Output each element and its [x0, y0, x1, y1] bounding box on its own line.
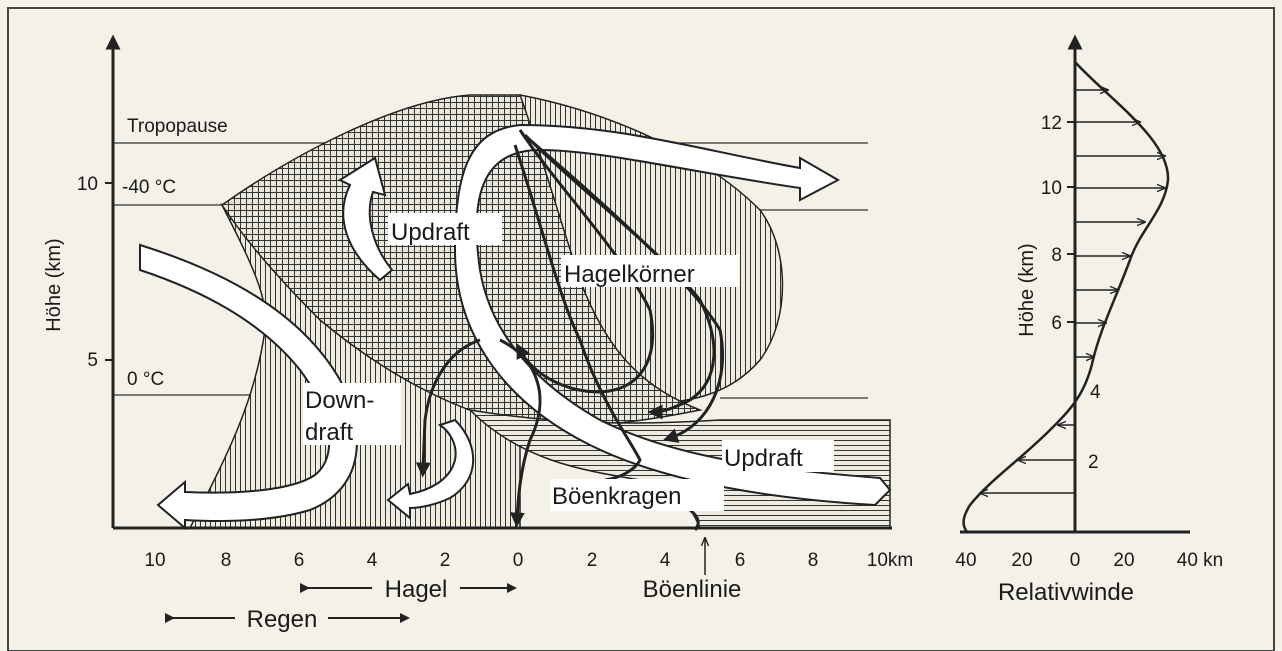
label-updraft-inflow: Updraft	[724, 445, 803, 472]
profile-y-tick: 4	[1090, 382, 1101, 403]
profile-x-axis-label: Relativwinde	[998, 579, 1134, 606]
x-tick: 10	[144, 550, 165, 571]
x-axis-ticks: 10 8 6 4 2 0 2 4 6 8 10km	[144, 550, 913, 571]
profile-y-tick: 6	[1051, 313, 1062, 334]
x-tick: 4	[367, 550, 378, 571]
profile-y-tick: 10	[1041, 178, 1062, 199]
x-tick: 6	[294, 550, 305, 571]
rain-range: Regen	[170, 606, 405, 633]
y-tick-10: 10	[77, 174, 98, 195]
wind-vectors	[980, 90, 1165, 493]
x-tick: 2	[440, 550, 451, 571]
label-gust-collar: Böenkragen	[552, 483, 681, 510]
profile-x-tick: 20	[1113, 550, 1134, 571]
x-tick: 10km	[867, 550, 913, 571]
y-tick-5: 5	[87, 350, 98, 371]
label-downdraft-1: Down-	[305, 387, 374, 414]
profile-x-tick: 0	[1070, 550, 1081, 571]
label-minus40: -40 °C	[122, 177, 176, 198]
label-hail-range: Hagel	[385, 576, 448, 603]
label-gust-line: Böenlinie	[643, 576, 742, 603]
label-rain-range: Regen	[247, 606, 318, 633]
profile-y-tick: 8	[1051, 245, 1062, 266]
label-updraft-top: Updraft	[391, 219, 470, 246]
y-axis-label: Höhe (km)	[43, 238, 65, 331]
hail-range: Hagel	[305, 576, 512, 603]
profile-x-tick: 40 kn	[1177, 550, 1223, 571]
x-tick: 6	[735, 550, 746, 571]
label-hail: Hagelkörner	[564, 261, 695, 288]
profile-y-tick: 12	[1041, 113, 1062, 134]
label-zero-degree: 0 °C	[127, 369, 164, 390]
x-tick: 8	[808, 550, 819, 571]
x-tick: 4	[660, 550, 671, 571]
label-downdraft-2: draft	[305, 419, 353, 446]
profile-y-axis-label: Höhe (km)	[1016, 243, 1038, 336]
profile-y-tick: 2	[1088, 452, 1099, 473]
x-tick: 0	[513, 550, 524, 571]
x-tick: 2	[587, 550, 598, 571]
label-tropopause: Tropopause	[127, 116, 228, 137]
profile-x-tick: 20	[1011, 550, 1032, 571]
profile-x-tick: 40	[955, 550, 976, 571]
wind-profile-curve	[964, 62, 1168, 532]
wind-profile-chart: Höhe (km) 12 10 8 6 4 2 40 20 0 20 40 kn…	[955, 42, 1223, 606]
profile-y-tick-labels: 12 10 8 6 4 2	[1041, 113, 1101, 473]
main-chart: Höhe (km) 10 5 Tropopause -40 °C 0 °C Up…	[43, 42, 913, 633]
x-tick: 8	[221, 550, 232, 571]
profile-x-tick-labels: 40 20 0 20 40 kn	[955, 550, 1223, 571]
